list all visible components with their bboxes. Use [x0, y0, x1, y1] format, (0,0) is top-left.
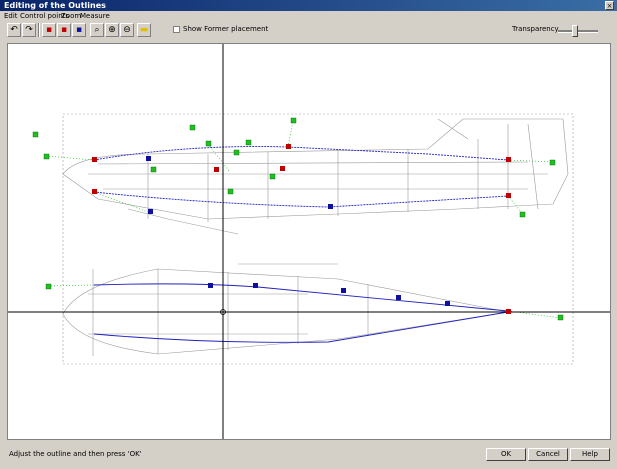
close-icon[interactable]: ×	[605, 1, 614, 10]
transparency-label: Transparency	[512, 25, 559, 33]
menu-bar: Edit Control points Zoom Measure	[0, 11, 617, 21]
transparency-slider[interactable]	[558, 24, 598, 38]
control-point[interactable]	[214, 167, 219, 172]
toolbar: ↶ ↷ ▪ ▪ ▪ ⌕ ⊕ ⊖ ▬	[0, 21, 617, 39]
add-point-button[interactable]: ▪	[42, 23, 56, 37]
menu-control-points[interactable]: Control points	[20, 12, 70, 20]
undo-button[interactable]: ↶	[7, 23, 21, 37]
handle-point[interactable]	[549, 159, 556, 166]
menu-measure[interactable]: Measure	[80, 12, 110, 20]
outline-drawing	[8, 44, 610, 439]
add-point-icon: ▪	[45, 25, 53, 35]
zoom-icon: ⌕	[94, 25, 100, 35]
delete-point-button[interactable]: ▪	[57, 23, 71, 37]
control-point[interactable]	[328, 204, 333, 209]
handle-point[interactable]	[245, 139, 252, 146]
control-point[interactable]	[506, 157, 511, 162]
menu-edit[interactable]: Edit	[4, 12, 18, 20]
handle-point[interactable]	[557, 314, 564, 321]
plan-bounds	[62, 113, 574, 365]
control-point[interactable]	[280, 166, 285, 171]
redo-button[interactable]: ↷	[22, 23, 36, 37]
zoom-out-button[interactable]: ⊖	[120, 23, 134, 37]
redo-icon: ↷	[25, 25, 33, 35]
handle-point[interactable]	[519, 211, 526, 218]
red-control-points	[92, 144, 511, 314]
help-button[interactable]: Help	[570, 448, 610, 461]
zoom-in-button[interactable]: ⊕	[105, 23, 119, 37]
move-point-button[interactable]: ▪	[72, 23, 86, 37]
menu-zoom[interactable]: Zoom	[61, 12, 82, 20]
side-view-plan	[62, 118, 569, 235]
handle-point[interactable]	[233, 149, 240, 156]
handle-point[interactable]	[205, 140, 212, 147]
zoom-button[interactable]: ⌕	[90, 23, 104, 37]
handle-lines	[45, 120, 562, 319]
handle-point[interactable]	[227, 188, 234, 195]
toolbar-separator	[38, 23, 40, 37]
origin-point[interactable]	[220, 309, 226, 315]
status-text: Adjust the outline and then press 'OK'	[9, 450, 142, 458]
green-handles	[32, 117, 564, 321]
ok-button[interactable]: OK	[486, 448, 526, 461]
title-bar: Editing of the Outlines ×	[0, 0, 617, 11]
control-point[interactable]	[506, 309, 511, 314]
control-point[interactable]	[341, 288, 346, 293]
control-point[interactable]	[146, 156, 151, 161]
control-point[interactable]	[92, 157, 97, 162]
control-point[interactable]	[253, 283, 258, 288]
handle-point[interactable]	[45, 283, 52, 290]
show-former-checkbox[interactable]	[173, 26, 180, 33]
control-point[interactable]	[208, 283, 213, 288]
handle-point[interactable]	[32, 131, 39, 138]
window-title: Editing of the Outlines	[4, 1, 106, 10]
color-button[interactable]: ▬	[137, 23, 151, 37]
zoom-out-icon: ⊖	[123, 25, 131, 35]
blue-control-points	[146, 156, 450, 306]
handle-point[interactable]	[43, 153, 50, 160]
cancel-button[interactable]: Cancel	[528, 448, 568, 461]
show-former-label: Show Former placement	[183, 25, 269, 33]
color-icon: ▬	[139, 25, 149, 35]
control-point[interactable]	[286, 144, 291, 149]
handle-point[interactable]	[290, 117, 297, 124]
zoom-in-icon: ⊕	[108, 25, 116, 35]
slider-thumb[interactable]	[571, 25, 578, 37]
handle-point[interactable]	[150, 166, 157, 173]
control-point[interactable]	[506, 193, 511, 198]
drawing-canvas[interactable]	[7, 43, 611, 440]
slider-track	[558, 30, 598, 33]
handle-point[interactable]	[269, 173, 276, 180]
control-point[interactable]	[396, 295, 401, 300]
handle-point[interactable]	[189, 124, 196, 131]
control-point[interactable]	[92, 189, 97, 194]
delete-point-icon: ▪	[60, 25, 68, 35]
undo-icon: ↶	[10, 25, 18, 35]
control-point[interactable]	[445, 301, 450, 306]
control-point[interactable]	[148, 209, 153, 214]
move-point-icon: ▪	[75, 25, 83, 35]
blue-outline	[93, 146, 509, 343]
